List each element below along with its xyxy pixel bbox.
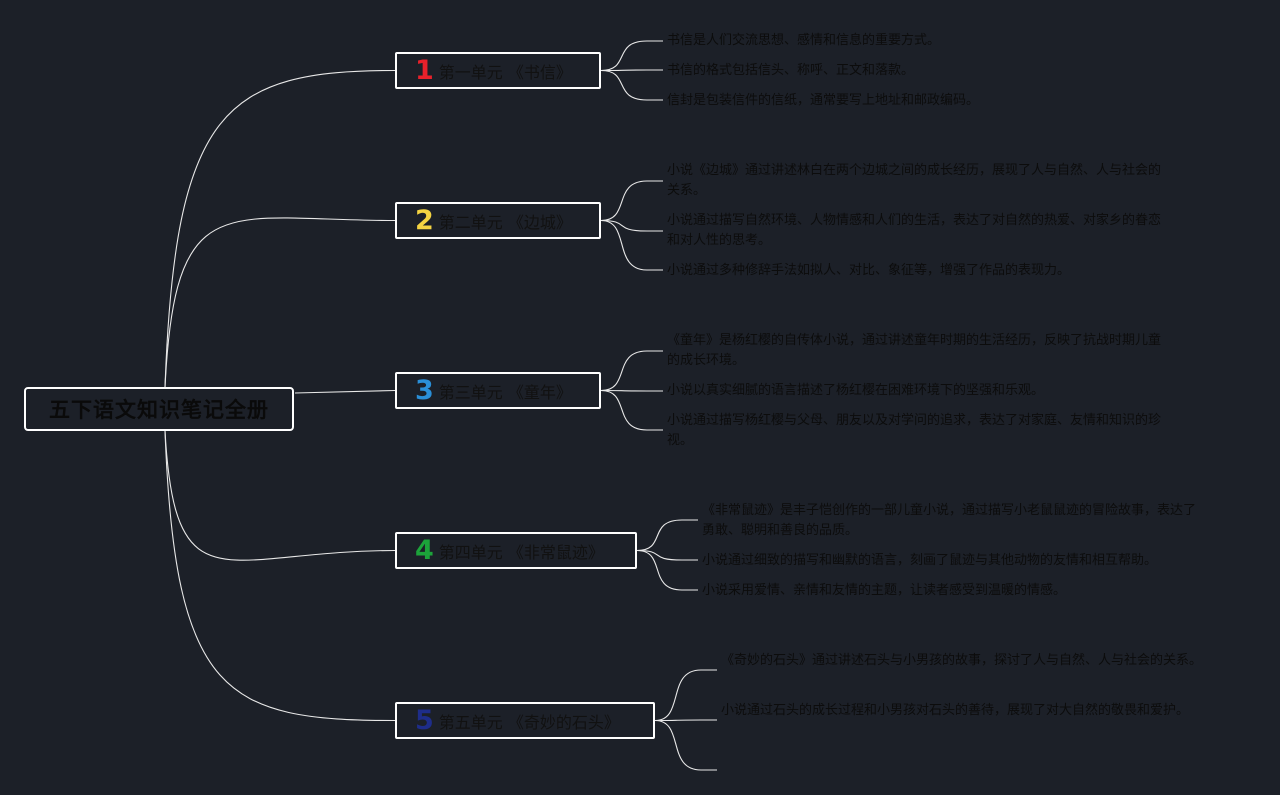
leaf-link bbox=[636, 549, 698, 561]
leaf-link bbox=[636, 549, 698, 591]
leaf-link bbox=[600, 40, 663, 72]
note-text: 书信是人们交流思想、感情和信息的重要方式。 bbox=[667, 33, 941, 48]
leaf-link bbox=[636, 519, 698, 552]
note-text: 小说通过细致的描写和幽默的语言，刻画了鼠迹与其他动物的友情和相互帮助。 bbox=[702, 553, 1158, 568]
unit-number: 3 bbox=[415, 375, 434, 406]
note-text: 小说采用爱情、亲情和友情的主题，让读者感受到温暖的情感。 bbox=[702, 583, 1067, 598]
unit-label: 第二单元 《边城》 bbox=[438, 212, 572, 232]
leaf-link bbox=[654, 669, 717, 722]
root-node[interactable]: 五下语文知识笔记全册 bbox=[24, 387, 294, 431]
root-link bbox=[294, 389, 396, 394]
unit-number: 2 bbox=[415, 205, 434, 236]
note-text: 小说通过多种修辞手法如拟人、对比、象征等，增强了作品的表现力。 bbox=[667, 263, 1071, 278]
note-text: 《奇妙的石头》通过讲述石头与小男孩的故事，探讨了人与自然、人与社会的关系。 bbox=[721, 653, 1203, 668]
note-text: 小说通过描写自然环境、人物情感和人们的生活，表达了对自然的热爱、对家乡的眷恋和对… bbox=[667, 213, 1162, 248]
note-text: 信封是包装信件的信纸，通常要写上地址和邮政编码。 bbox=[667, 93, 980, 108]
root-link bbox=[164, 430, 396, 561]
root-link bbox=[164, 430, 396, 722]
note-text: 小说通过描写杨红樱与父母、朋友以及对学问的追求，表达了对家庭、友情和知识的珍视。 bbox=[667, 413, 1162, 448]
unit-number: 5 bbox=[415, 705, 434, 736]
unit-number: 4 bbox=[415, 535, 434, 566]
unit-label: 第五单元 《奇妙的石头》 bbox=[438, 712, 620, 732]
note-text: 书信的格式包括信头、称呼、正文和落款。 bbox=[667, 63, 915, 78]
note-text: 《非常鼠迹》是丰子恺创作的一部儿童小说，通过描写小老鼠鼠迹的冒险故事，表达了勇敢… bbox=[702, 503, 1197, 538]
leaf-link bbox=[600, 69, 663, 72]
leaf-link bbox=[600, 389, 663, 431]
leaf-link bbox=[600, 389, 663, 392]
leaf-link bbox=[600, 69, 663, 101]
unit-number: 1 bbox=[415, 55, 434, 86]
root-link bbox=[164, 217, 396, 388]
note-text: 小说通过石头的成长过程和小男孩对石头的善待，展现了对大自然的敬畏和爱护。 bbox=[721, 703, 1190, 718]
unit-label: 第四单元 《非常鼠迹》 bbox=[438, 542, 604, 562]
unit-label: 第三单元 《童年》 bbox=[438, 382, 572, 402]
leaf-link bbox=[654, 719, 717, 771]
leaf-link bbox=[600, 350, 663, 392]
root-title: 五下语文知识笔记全册 bbox=[49, 398, 269, 422]
root-link bbox=[164, 69, 396, 388]
leaf-link bbox=[654, 719, 717, 722]
leaf-link bbox=[600, 219, 663, 232]
note-text: 小说《边城》通过讲述林白在两个边城之间的成长经历，展现了人与自然、人与社会的关系… bbox=[667, 163, 1162, 198]
unit-label: 第一单元 《书信》 bbox=[438, 62, 572, 82]
leaf-link bbox=[600, 219, 663, 271]
note-text: 《童年》是杨红樱的自传体小说，通过讲述童年时期的生活经历，反映了抗战时期儿童的成… bbox=[667, 333, 1162, 368]
note-text: 小说以真实细腻的语言描述了杨红樱在困难环境下的坚强和乐观。 bbox=[667, 383, 1045, 398]
leaf-link bbox=[600, 180, 663, 222]
